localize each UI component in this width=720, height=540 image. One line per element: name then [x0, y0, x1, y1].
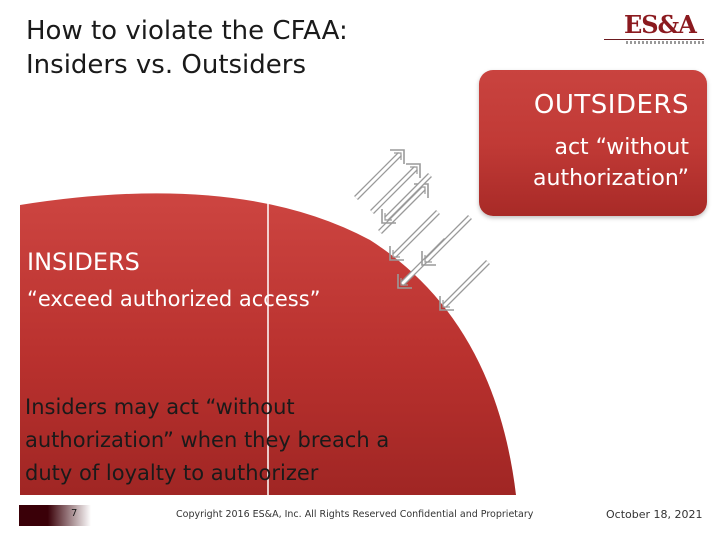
- slide-title-line2: Insiders vs. Outsiders: [26, 50, 307, 80]
- outsiders-subtitle: act “without authorization”: [489, 132, 689, 194]
- insiders-note: Insiders may act “without authorization”…: [25, 391, 465, 490]
- slide-title-line1: How to violate the CFAA:: [26, 16, 348, 46]
- page-number-box: [19, 505, 91, 526]
- outsiders-box: OUTSIDERS act “without authorization”: [479, 70, 707, 216]
- double-arrow-icon: [382, 175, 430, 223]
- double-arrow-icon: [380, 184, 428, 232]
- logo-tagline-mark: [626, 41, 704, 44]
- logo-rule: [604, 39, 704, 40]
- insiders-subtitle: “exceed authorized access”: [27, 287, 321, 311]
- footer-date: October 18, 2021: [606, 508, 703, 521]
- company-logo: ES&A: [604, 10, 704, 48]
- outsiders-subtitle-line1: act “without: [554, 135, 689, 160]
- insiders-note-line1: Insiders may act “without: [25, 395, 295, 419]
- logo-text: ES&A: [624, 10, 697, 39]
- slide-title: How to violate the CFAA: Insiders vs. Ou…: [26, 14, 348, 82]
- page-number: 7: [71, 508, 78, 519]
- insiders-title: INSIDERS: [27, 248, 140, 276]
- insiders-note-line3: duty of loyalty to authorizer: [25, 461, 319, 485]
- insiders-note-line2: authorization” when they breach a: [25, 428, 390, 452]
- outsiders-title: OUTSIDERS: [533, 90, 689, 120]
- double-arrow-icon: [440, 262, 488, 310]
- copyright-text: Copyright 2016 ES&A, Inc. All Rights Res…: [176, 509, 534, 520]
- outsiders-subtitle-line2: authorization”: [533, 166, 689, 191]
